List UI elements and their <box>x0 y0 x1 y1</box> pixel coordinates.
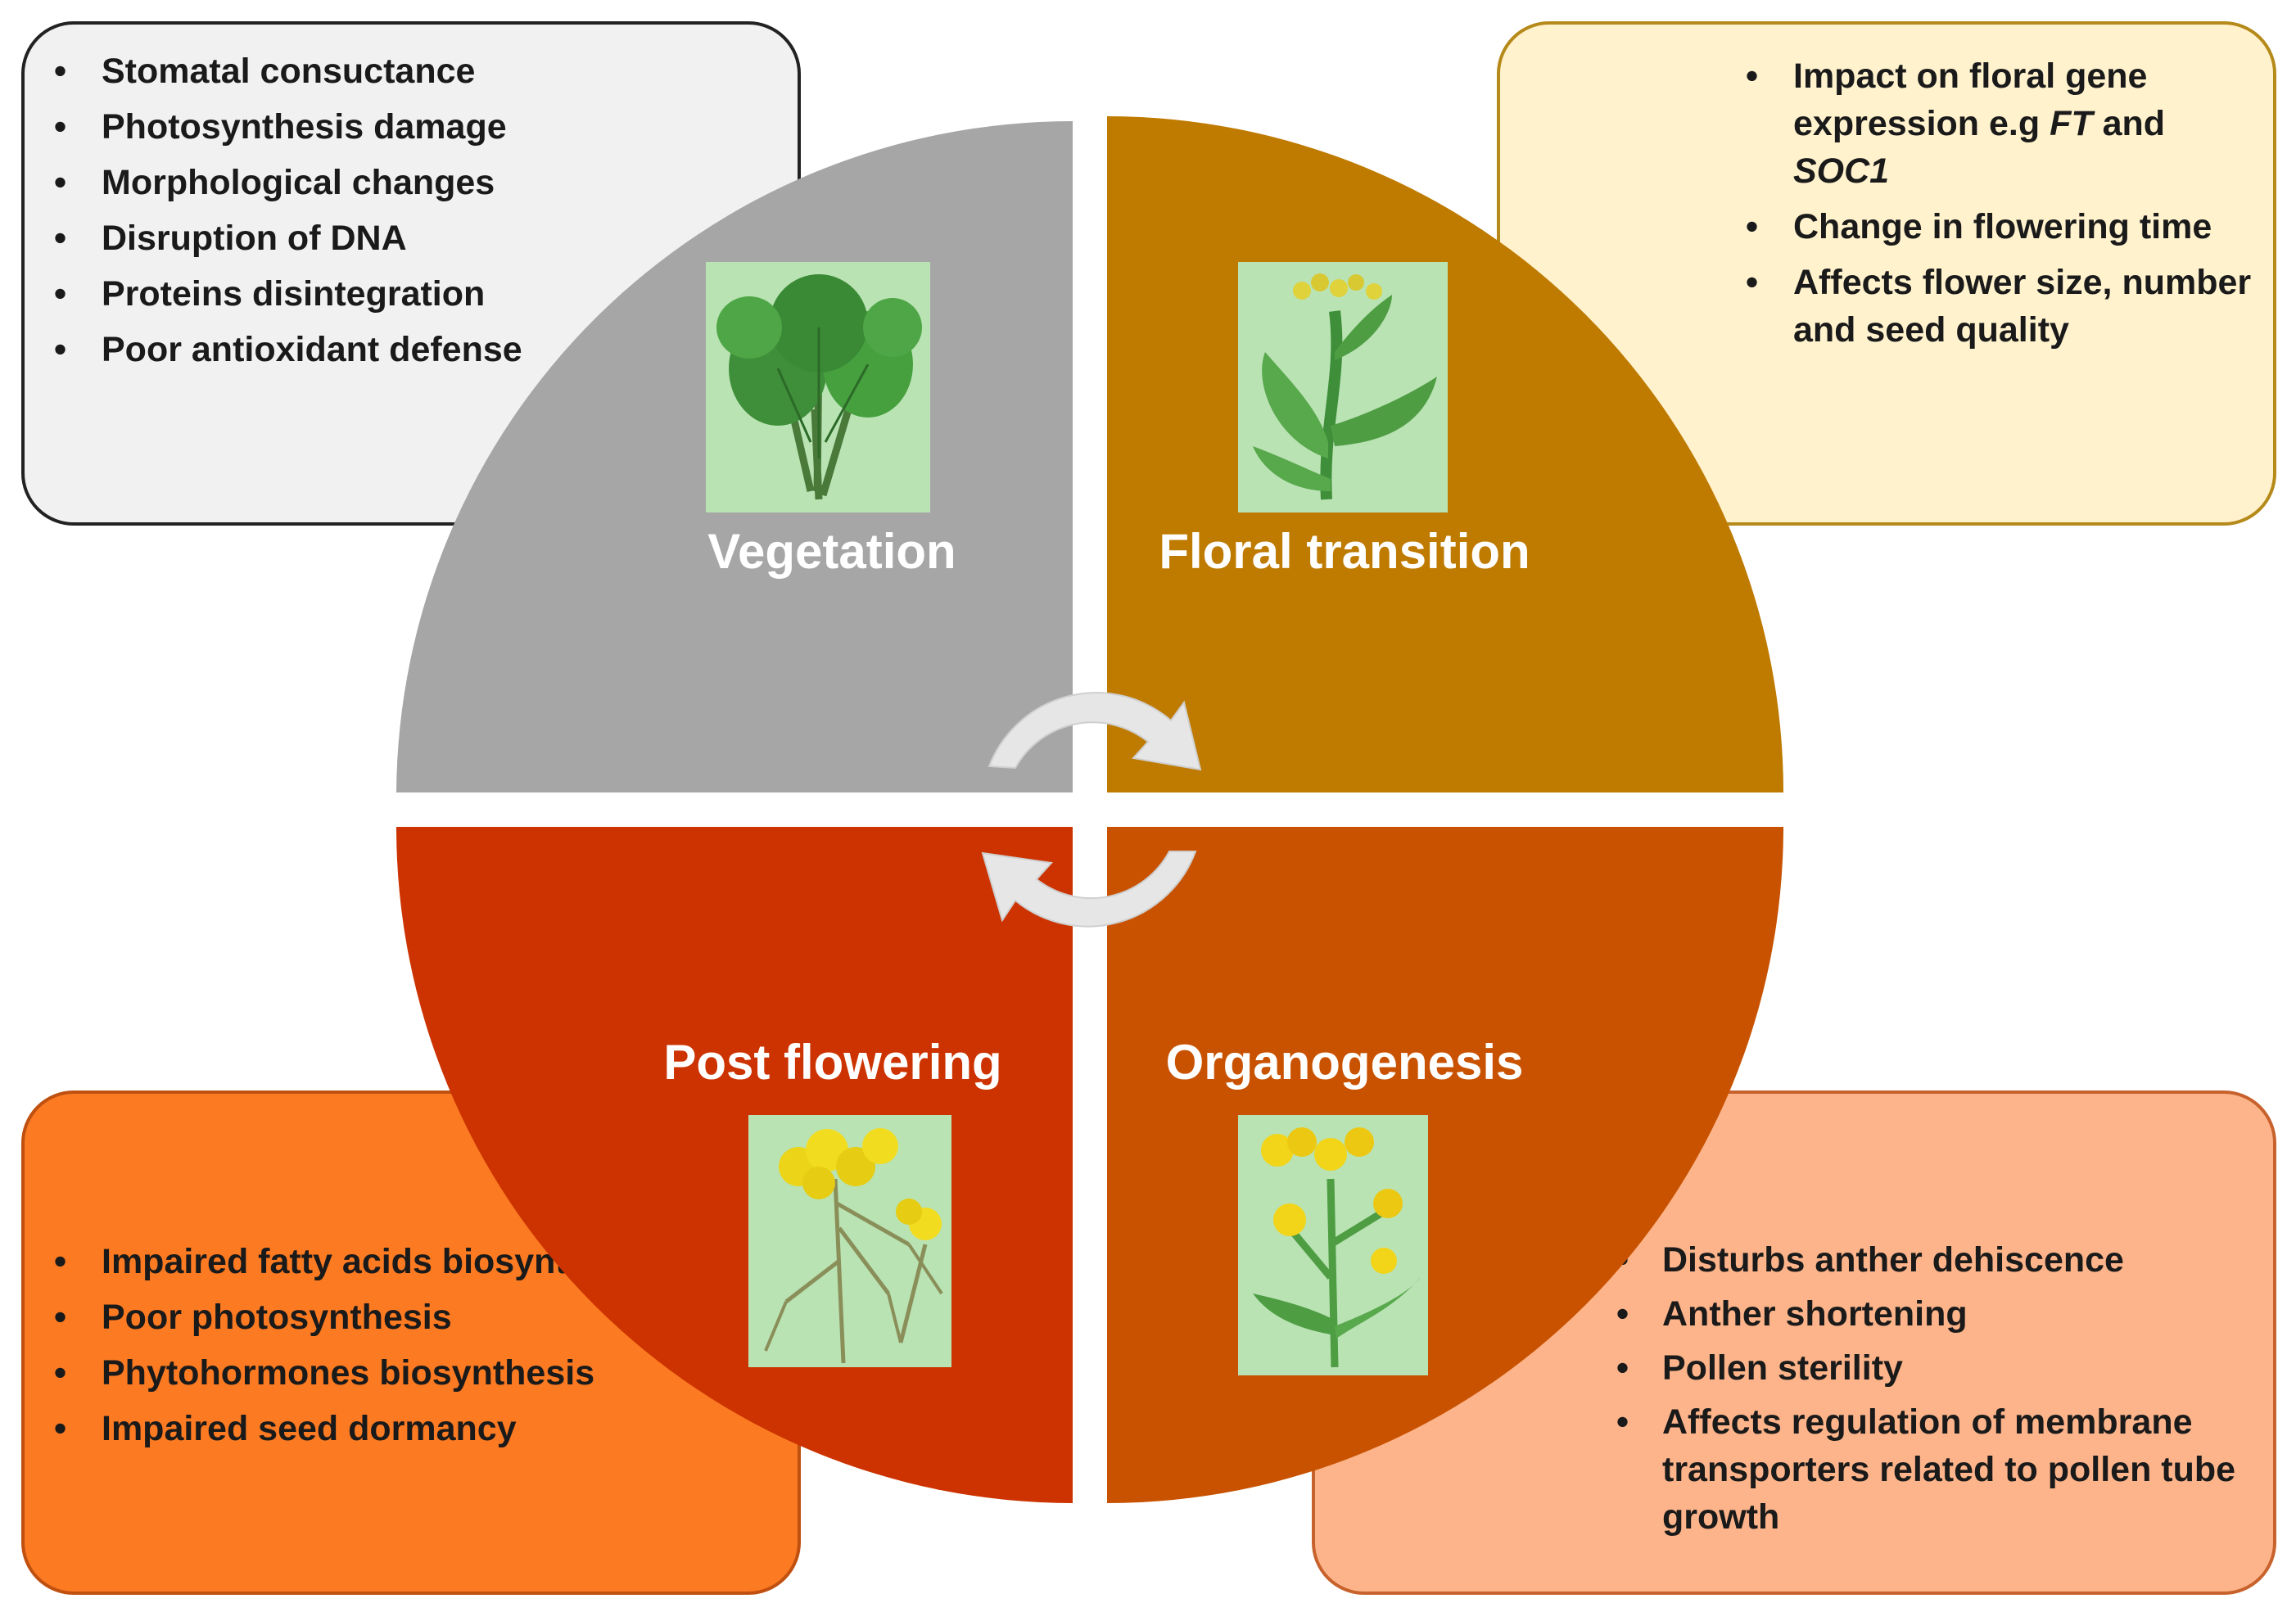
effect-text: Impact on floral gene expression e.g <box>1793 56 2148 143</box>
floral-transition-effect-item: Change in flowering time <box>1736 203 2257 251</box>
cycle-arrows-icon <box>981 692 1202 928</box>
organogenesis-effect-item: Affects regulation of membrane transport… <box>1611 1398 2257 1541</box>
post-flowering-effect-item: Impaired seed dormancy <box>44 1405 781 1452</box>
post-flowering-quadrant <box>396 827 1073 1503</box>
gene-name-soc1: SOC1 <box>1793 151 1890 191</box>
post-flowering-plant-illustration <box>748 1115 951 1367</box>
vegetation-effect-item: Disruption of DNA <box>44 214 781 262</box>
organogenesis-label: Organogenesis <box>1166 1035 1524 1090</box>
floral-transition-label: Floral transition <box>1159 524 1530 579</box>
floral-transition-plant-illustration <box>1238 262 1448 512</box>
gene-name-ft: FT <box>2050 104 2093 143</box>
vegetation-effect-item: Photosynthesis damage <box>44 103 781 151</box>
post-flowering-effect-item: Poor photosynthesis <box>44 1294 781 1341</box>
organogenesis-quadrant <box>1107 827 1783 1503</box>
floral-transition-effect-item: Affects flower size, number and seed qua… <box>1736 259 2257 354</box>
post-flowering-effect-item: Phytohormones biosynthesis <box>44 1349 781 1397</box>
organogenesis-plant-illustration <box>1238 1115 1428 1375</box>
organogenesis-effect-item: Anther shortening <box>1611 1290 2257 1338</box>
vegetation-effect-item: Poor antioxidant defense <box>44 326 781 373</box>
vegetation-plant-illustration <box>706 262 930 512</box>
vegetation-effect-item: Stomatal consuctance <box>44 47 781 95</box>
organogenesis-effect-item: Disturbs anther dehiscence <box>1611 1236 2257 1284</box>
floral-transition-effect-item: Impact on floral gene expression e.g FT … <box>1736 52 2257 195</box>
vegetation-effect-item: Proteins disintegration <box>44 270 781 318</box>
effect-text: and <box>2092 104 2166 143</box>
organogenesis-effect-item: Pollen sterility <box>1611 1344 2257 1392</box>
post-flowering-label: Post flowering <box>663 1035 1001 1090</box>
vegetation-label: Vegetation <box>707 524 956 579</box>
vegetation-effect-item: Morphological changes <box>44 159 781 206</box>
